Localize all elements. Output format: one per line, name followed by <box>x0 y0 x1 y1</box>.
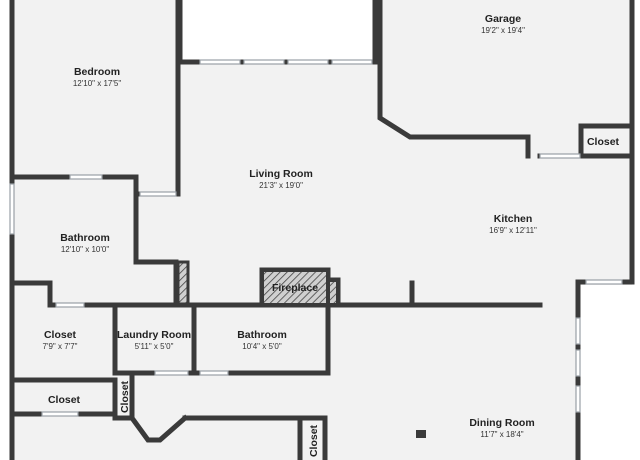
room-dims: 10'4" x 5'0" <box>242 342 282 351</box>
room-kitchen[interactable]: Kitchen 16'9" x 12'11" <box>489 213 537 235</box>
room-dims: 19'2" x 19'4" <box>481 26 525 35</box>
room-name: Closet <box>48 394 81 406</box>
floor-area <box>12 0 640 460</box>
room-bathroom-1[interactable]: Bathroom 12'10" x 10'0" <box>60 232 110 254</box>
room-closet-4[interactable]: Closet <box>119 380 131 413</box>
room-dims: 12'10" x 10'0" <box>61 245 109 254</box>
room-name: Dining Room <box>469 417 534 429</box>
room-living-room[interactable]: Living Room 21'3" x 19'0" <box>249 168 313 190</box>
room-name: Fireplace <box>272 282 318 294</box>
room-garage[interactable]: Garage 19'2" x 19'4" <box>481 13 525 35</box>
room-bedroom[interactable]: Bedroom 12'10" x 17'5" <box>73 66 121 88</box>
windows <box>9 59 623 417</box>
room-name: Kitchen <box>494 213 533 225</box>
room-name: Bathroom <box>237 329 287 341</box>
room-name: Bedroom <box>74 66 120 78</box>
room-dims: 7'9" x 7'7" <box>43 342 78 351</box>
room-closet-3[interactable]: Closet <box>48 394 81 406</box>
room-closet-2[interactable]: Closet <box>587 136 620 148</box>
room-closet-1[interactable]: Closet 7'9" x 7'7" <box>43 329 78 351</box>
room-bathroom-2[interactable]: Bathroom 10'4" x 5'0" <box>237 329 287 351</box>
room-dims: 5'11" x 5'0" <box>135 342 174 351</box>
room-dims: 12'10" x 17'5" <box>73 79 121 88</box>
room-closet-5[interactable]: Closet <box>308 424 320 457</box>
room-dims: 16'9" x 12'11" <box>489 226 537 235</box>
fireplace-hatch <box>264 272 326 303</box>
room-laundry-room[interactable]: Laundry Room 5'11" x 5'0" <box>117 329 191 351</box>
room-name: Bathroom <box>60 232 110 244</box>
room-name: Closet <box>587 136 620 148</box>
walls <box>9 0 635 460</box>
floor-marker <box>416 430 426 438</box>
room-name: Closet <box>119 380 131 413</box>
room-name: Closet <box>308 424 320 457</box>
room-name: Living Room <box>249 168 313 180</box>
room-dims: 21'3" x 19'0" <box>259 181 303 190</box>
fireplace-side-hatch <box>330 282 336 303</box>
room-dims: 11'7" x 18'4" <box>480 430 523 439</box>
room-dining-room[interactable]: Dining Room 11'7" x 18'4" <box>469 417 534 439</box>
room-name: Garage <box>485 13 521 25</box>
room-fireplace[interactable]: Fireplace <box>272 282 318 294</box>
room-name: Laundry Room <box>117 329 191 341</box>
room-name: Closet <box>44 329 77 341</box>
